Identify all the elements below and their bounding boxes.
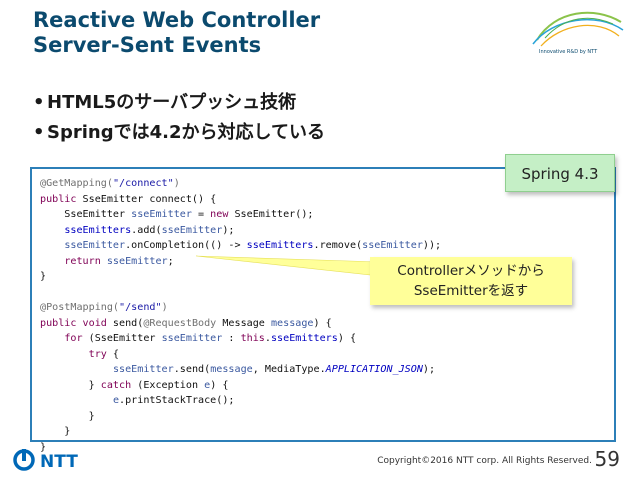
bullet-list: •HTML5のサーバプッシュ技術 •Springでは4.2から対応している (33, 88, 325, 148)
slide-title: Reactive Web Controller Server-Sent Even… (33, 8, 503, 58)
innovative-rd-logo: Innovative R&D by NTT (525, 4, 629, 62)
bullet-item: •Springでは4.2から対応している (33, 118, 325, 148)
ntt-mark-icon: NTT (13, 449, 78, 472)
callout-note: Controllerメソッドから SseEmitterを返す (370, 257, 572, 305)
spring-version-badge: Spring 4.3 (505, 154, 615, 192)
ntt-logo: NTT (12, 447, 92, 473)
page-number: 59 (594, 447, 620, 471)
logo-caption: Innovative R&D by NTT (539, 49, 598, 55)
bullet-dot-icon: • (33, 122, 45, 143)
callout-line1: Controllerメソッドから (397, 263, 545, 279)
bullet-text: HTML5のサーバプッシュ技術 (47, 92, 297, 113)
slide-title-line2: Server-Sent Events (33, 33, 262, 57)
bullet-dot-icon: • (33, 92, 45, 113)
slide-title-line1: Reactive Web Controller (33, 8, 321, 32)
bullet-item: •HTML5のサーバプッシュ技術 (33, 88, 325, 118)
ntt-logo-text: NTT (40, 452, 78, 472)
copyright-footer: Copyright©2016 NTT corp. All Rights Rese… (377, 456, 592, 466)
bullet-text: Springでは4.2から対応している (47, 122, 325, 143)
swirl-logo-icon (532, 11, 624, 47)
code-listing: @GetMapping("/connect") public SseEmitte… (40, 178, 442, 453)
callout-line2: SseEmitterを返す (413, 283, 529, 299)
